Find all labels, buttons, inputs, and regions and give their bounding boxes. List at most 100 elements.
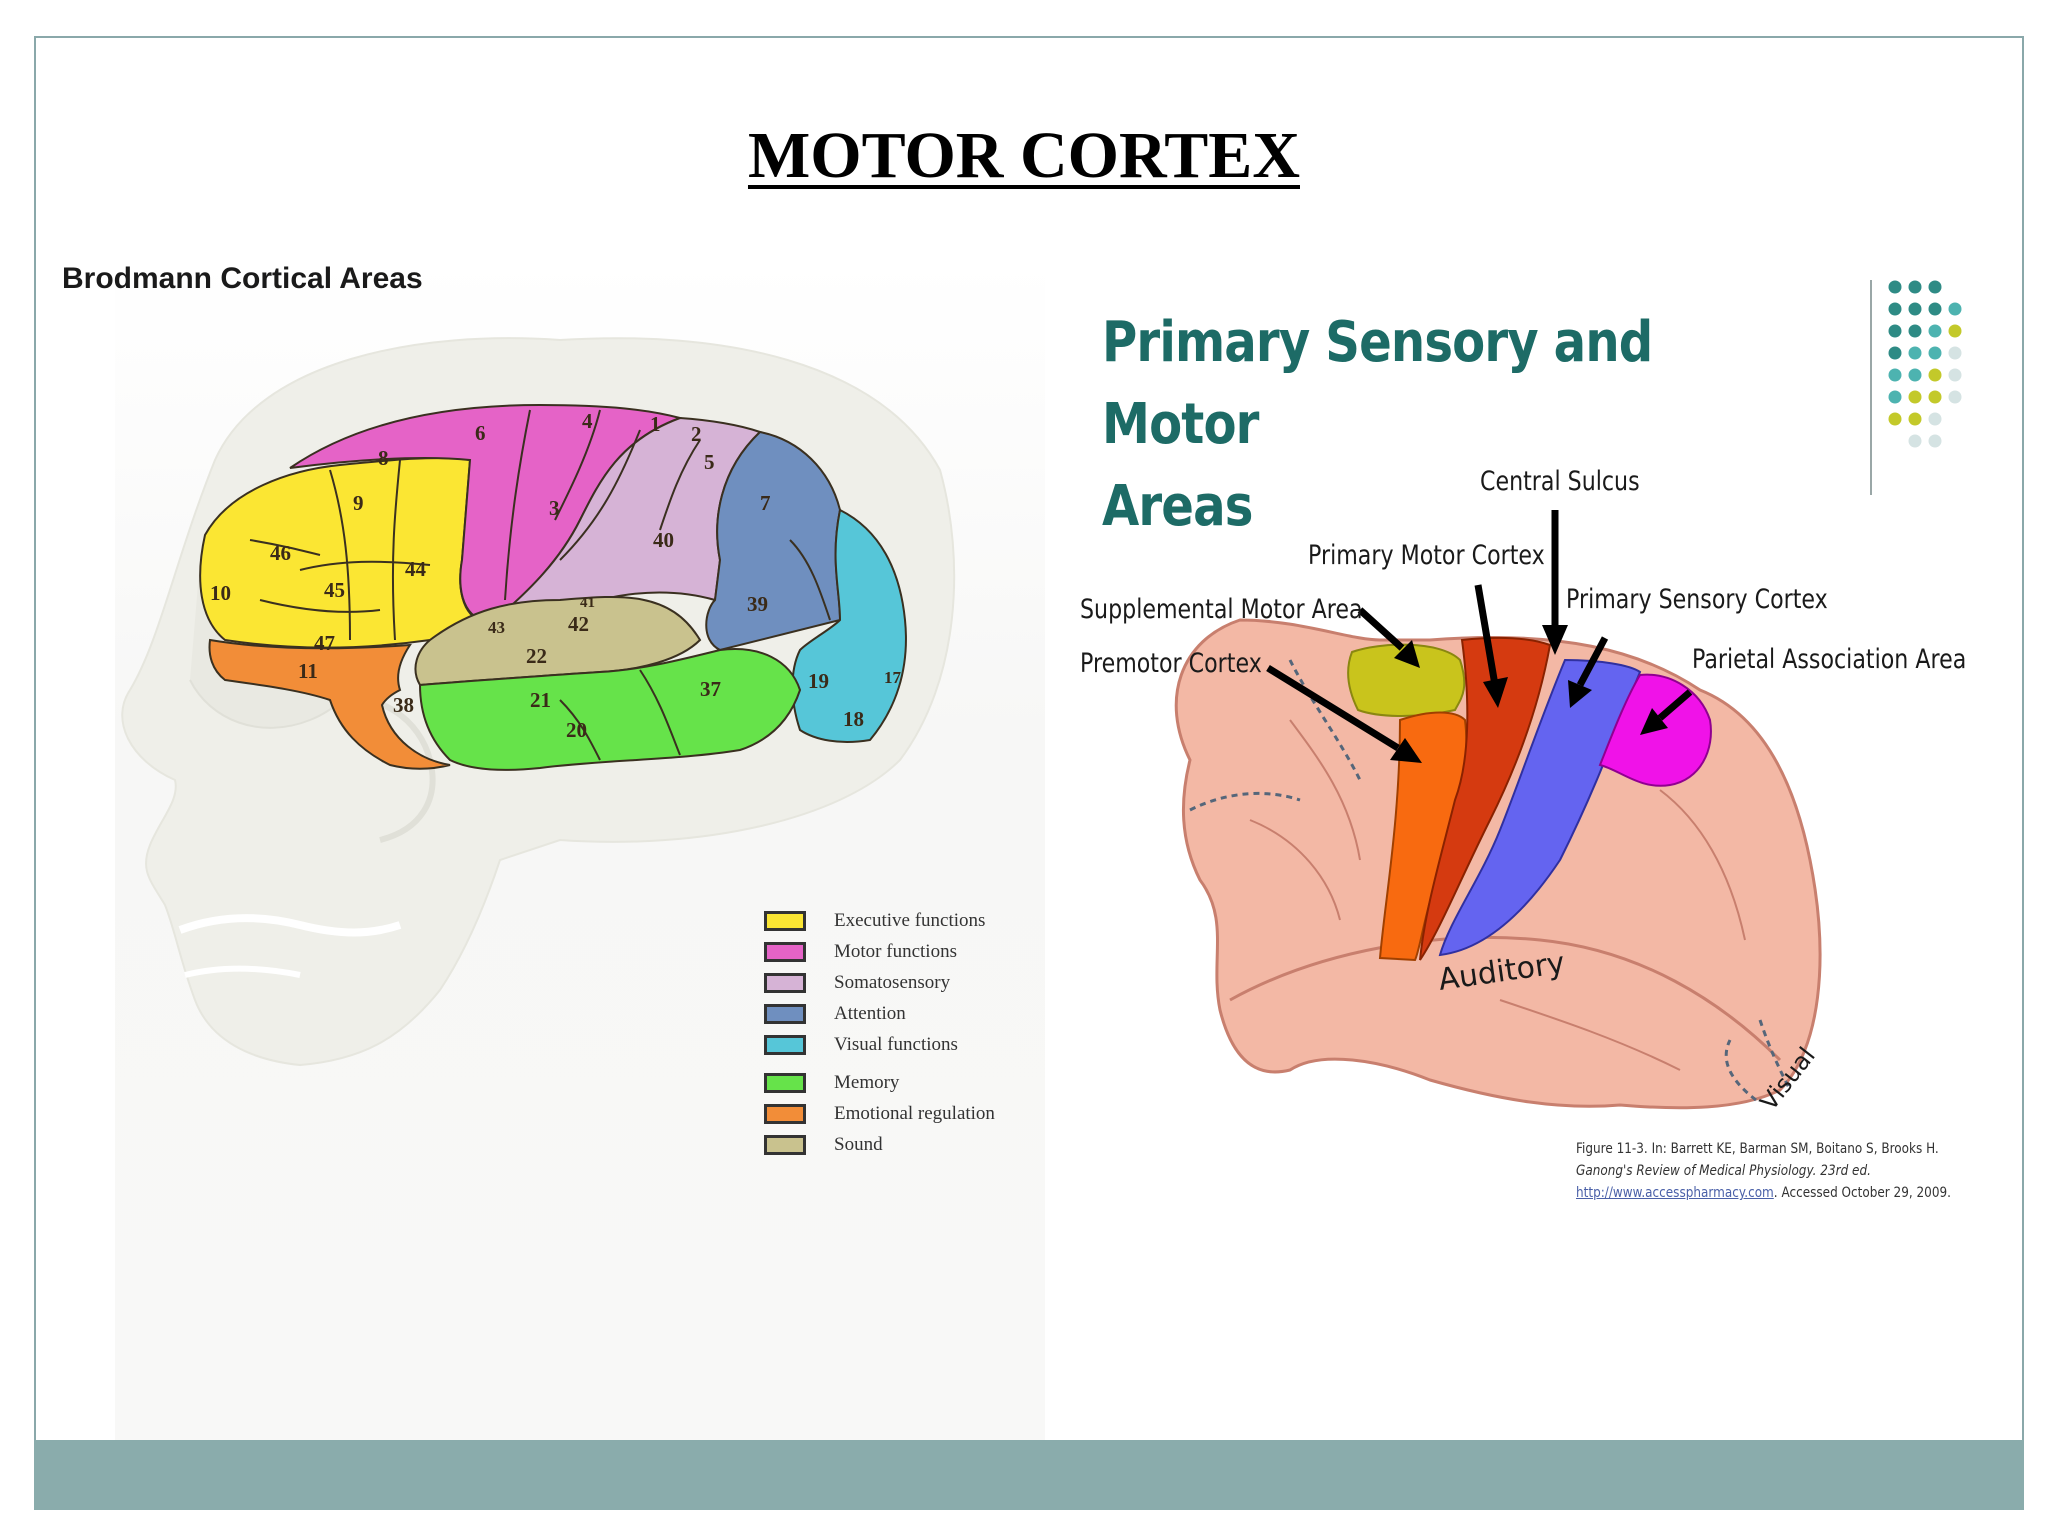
legend-swatch bbox=[764, 1104, 806, 1125]
arrowhead-primary-sensory-cortex bbox=[1568, 680, 1592, 708]
area-number: 7 bbox=[760, 491, 771, 515]
decorative-dot bbox=[1888, 302, 1902, 316]
arrowhead-premotor-cortex bbox=[1390, 738, 1422, 763]
decorative-dot bbox=[1908, 346, 1922, 360]
footer-bar bbox=[34, 1440, 2024, 1510]
decorative-dot bbox=[1928, 412, 1942, 426]
area-number: 47 bbox=[314, 631, 335, 655]
area-number: 8 bbox=[378, 446, 389, 470]
brodmann-title: Brodmann Cortical Areas bbox=[62, 262, 423, 295]
decorative-dot bbox=[1908, 368, 1922, 382]
area-number: 42 bbox=[568, 612, 589, 636]
legend-swatch bbox=[764, 1073, 806, 1094]
area-number: 5 bbox=[704, 450, 715, 474]
region-memory bbox=[418, 648, 802, 771]
area-number: 20 bbox=[566, 718, 587, 742]
area-number: 11 bbox=[298, 659, 318, 683]
legend-swatch bbox=[764, 972, 806, 993]
area-number: 38 bbox=[393, 693, 414, 717]
arrowhead-parietal-association-area bbox=[1640, 708, 1668, 735]
area-number: 45 bbox=[324, 578, 345, 602]
decorative-dot bbox=[1948, 324, 1962, 338]
region-attention bbox=[705, 430, 842, 652]
legend-label: Visual functions bbox=[834, 1033, 958, 1055]
area-number: 18 bbox=[843, 707, 864, 731]
area-number: 3 bbox=[549, 496, 560, 520]
decorative-dot bbox=[1888, 346, 1902, 360]
region-supplemental-motor-area bbox=[1347, 643, 1466, 717]
decorative-dot bbox=[1928, 390, 1942, 404]
decorative-dot bbox=[1948, 368, 1962, 382]
decorative-dot bbox=[1888, 412, 1902, 426]
legend-label: Motor functions bbox=[834, 941, 957, 963]
label-central-sulcus: Central Sulcus bbox=[1480, 466, 1640, 497]
arrow-primary-sensory-cortex bbox=[1576, 636, 1609, 687]
arrow-primary-motor-cortex bbox=[1474, 584, 1499, 686]
arrowhead-central-sulcus bbox=[1542, 625, 1568, 655]
citation-access-date: . Accessed October 29, 2009. bbox=[1773, 1185, 1952, 1201]
region-emotional-regulation bbox=[208, 638, 451, 770]
decorative-dot bbox=[1928, 324, 1942, 338]
citation-link[interactable]: http://www.accesspharmacy.com bbox=[1576, 1185, 1774, 1201]
legend-item: Memory bbox=[764, 1068, 995, 1099]
decorative-dot bbox=[1928, 434, 1942, 448]
brodmann-area-numbers: 1 2 3 4 5 6 7 8 9 10 11 17 18 19 20 21 2… bbox=[210, 409, 902, 742]
decorative-dot bbox=[1888, 324, 1902, 338]
decorative-dot bbox=[1908, 390, 1922, 404]
region-visual-functions bbox=[791, 508, 907, 743]
citation-line: Ganong's Review of Medical Physiology. 2… bbox=[1576, 1163, 1871, 1179]
area-number: 2 bbox=[691, 422, 702, 446]
area-number: 22 bbox=[526, 644, 547, 668]
title-line: Areas bbox=[1102, 474, 1253, 539]
label-parietal-association-area: Parietal Association Area bbox=[1692, 644, 1967, 675]
decorative-dot bbox=[1928, 302, 1942, 316]
legend-item: Somatosensory bbox=[764, 968, 995, 999]
decorative-dot bbox=[1908, 280, 1922, 294]
decorative-dot bbox=[1888, 280, 1902, 294]
arrowhead-primary-motor-cortex bbox=[1483, 677, 1508, 708]
region-primary-motor-cortex bbox=[1419, 636, 1552, 961]
legend-item: Visual functions bbox=[764, 1029, 995, 1060]
legend-item: Attention bbox=[764, 998, 995, 1029]
arrow-supplemental-motor-area bbox=[1357, 607, 1405, 651]
title-line: Primary Sensory and Motor bbox=[1102, 310, 1653, 457]
decorative-dot bbox=[1948, 302, 1962, 316]
decorative-dot bbox=[1948, 346, 1962, 360]
area-number: 39 bbox=[747, 592, 768, 616]
figure-citation: Figure 11-3. In: Barrett KE, Barman SM, … bbox=[1576, 1138, 1951, 1204]
label-premotor-cortex: Premotor Cortex bbox=[1080, 648, 1262, 679]
label-supplemental-motor-area: Supplemental Motor Area bbox=[1080, 594, 1363, 625]
legend-item: Sound bbox=[764, 1130, 995, 1161]
area-number: 41 bbox=[580, 595, 595, 611]
legend-item: Executive functions bbox=[764, 906, 995, 937]
decorative-dot-grid bbox=[1888, 280, 1962, 448]
decorative-dot bbox=[1888, 368, 1902, 382]
legend-label: Memory bbox=[834, 1072, 900, 1094]
area-number: 6 bbox=[475, 421, 486, 445]
decorative-dot bbox=[1908, 302, 1922, 316]
citation-line: http://www.accesspharmacy.com. Accessed … bbox=[1576, 1182, 1951, 1204]
slide-title: MOTOR CORTEX bbox=[747, 119, 1300, 192]
sensory-motor-brain bbox=[1174, 618, 1822, 1110]
legend-swatch bbox=[764, 1003, 806, 1024]
area-number: 10 bbox=[210, 581, 231, 605]
decorative-dot bbox=[1928, 280, 1942, 294]
decorative-dot bbox=[1948, 390, 1962, 404]
area-number: 40 bbox=[653, 528, 674, 552]
legend-label: Sound bbox=[834, 1133, 883, 1155]
legend-label: Executive functions bbox=[834, 910, 986, 932]
legend-item: Motor functions bbox=[764, 937, 995, 968]
area-number: 19 bbox=[808, 669, 829, 693]
decorative-dot bbox=[1928, 346, 1942, 360]
label-primary-motor-cortex: Primary Motor Cortex bbox=[1308, 540, 1545, 571]
citation-line: Figure 11-3. In: Barrett KE, Barman SM, … bbox=[1576, 1141, 1939, 1157]
legend-label: Attention bbox=[834, 1002, 906, 1024]
decorative-dot bbox=[1908, 434, 1922, 448]
brodmann-brain bbox=[199, 403, 907, 771]
legend-label: Somatosensory bbox=[834, 971, 951, 993]
arrowhead-supplemental-motor-area bbox=[1394, 640, 1420, 668]
region-primary-sensory-cortex bbox=[1438, 658, 1642, 957]
area-number: 17 bbox=[884, 668, 902, 687]
area-number: 37 bbox=[700, 677, 721, 701]
